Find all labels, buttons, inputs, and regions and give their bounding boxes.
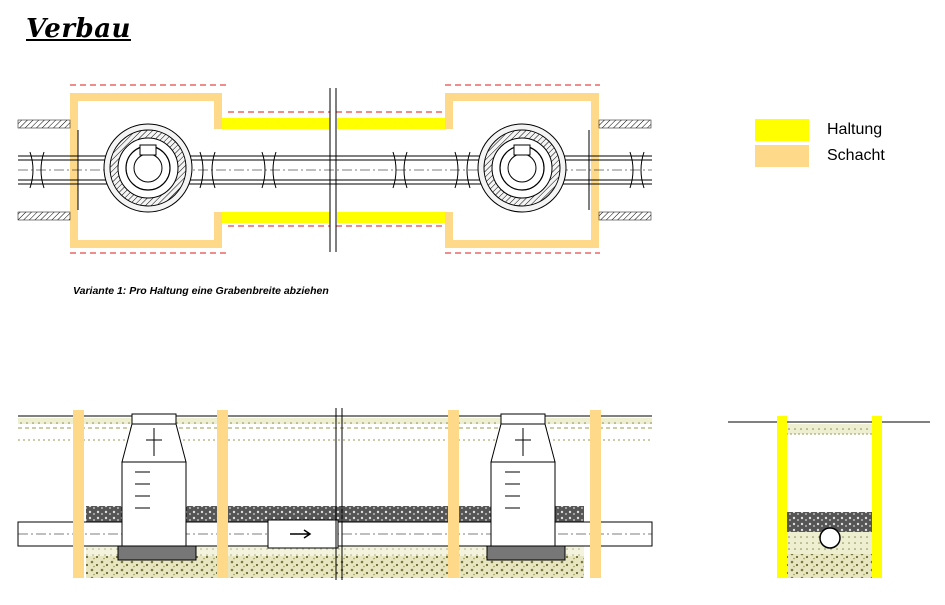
section-gravel-base xyxy=(86,556,584,578)
cross-section-base xyxy=(786,554,874,578)
plan-dashed-boundary xyxy=(70,84,600,254)
section-manhole-right xyxy=(486,413,566,561)
plan-view xyxy=(17,84,652,254)
section-manhole-left xyxy=(117,413,197,561)
legend-label-schacht: Schacht xyxy=(827,147,885,164)
cross-section-bedding-dark xyxy=(786,512,874,532)
plan-schacht-frame-right xyxy=(445,93,599,248)
legend-label-haltung: Haltung xyxy=(827,121,883,138)
page-title: Verbau xyxy=(26,14,131,44)
section-ground xyxy=(18,415,652,441)
section-pipe xyxy=(17,519,653,549)
cross-section-haltung-left xyxy=(777,416,787,578)
legend-item-schacht: Schacht xyxy=(755,144,885,168)
legend-swatch-schacht xyxy=(755,145,809,167)
plan-manhole-left xyxy=(103,123,193,213)
plan-schacht-frame-left xyxy=(70,93,222,248)
cross-section-view xyxy=(728,416,930,578)
plan-haltung-strips xyxy=(222,118,445,223)
cross-section-haltung-right xyxy=(872,416,882,578)
legend-item-haltung: Haltung xyxy=(755,118,882,142)
section-view xyxy=(17,408,653,580)
legend-swatch-haltung xyxy=(755,119,809,141)
plan-manhole-right xyxy=(477,123,567,213)
cross-section-pipe xyxy=(819,527,841,549)
section-schacht-posts xyxy=(73,410,601,578)
plan-existing-walls xyxy=(17,119,652,221)
plan-break-line xyxy=(329,88,337,252)
section-break-line xyxy=(335,408,343,580)
variant-caption: Variante 1: Pro Haltung eine Grabenbreit… xyxy=(73,285,329,297)
